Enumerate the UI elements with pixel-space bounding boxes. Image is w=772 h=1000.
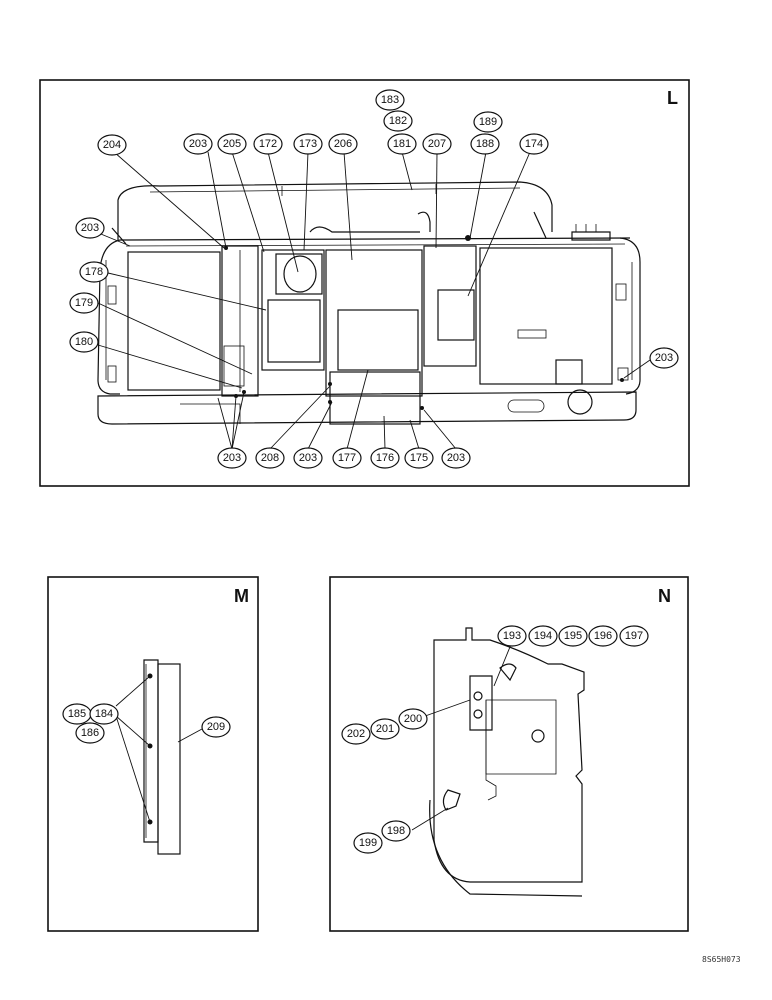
svg-text:177: 177 [338,452,356,464]
callout-206: 206 [328,133,358,155]
svg-text:183: 183 [381,94,399,106]
svg-text:184: 184 [95,708,113,720]
svg-text:180: 180 [75,336,93,348]
callout-177: 177 [332,447,362,469]
callout-203-bottom-2: 203 [293,447,323,469]
svg-text:178: 178 [85,266,103,278]
callout-203-left: 203 [75,217,105,239]
panel-209-drawing [143,659,181,855]
svg-text:189: 189 [479,116,497,128]
svg-text:206: 206 [334,138,352,150]
cab-assembly-drawing [97,181,641,425]
view-n-panel: N 193 194 195 196 [329,576,689,932]
callout-173: 173 [293,133,323,155]
callout-180: 180 [69,331,99,353]
callout-205: 205 [217,133,247,155]
svg-text:172: 172 [259,138,277,150]
callout-197: 197 [619,625,649,647]
svg-text:209: 209 [207,721,225,733]
svg-text:176: 176 [376,452,394,464]
svg-text:197: 197 [625,630,643,642]
svg-text:182: 182 [389,115,407,127]
svg-text:188: 188 [476,138,494,150]
svg-text:203: 203 [189,138,207,150]
svg-text:205: 205 [223,138,241,150]
callout-198: 198 [381,820,411,842]
callout-184: 184 [89,703,119,725]
view-l-frame [39,79,690,487]
callout-185: 185 [62,703,92,725]
svg-text:204: 204 [103,139,121,151]
callout-209: 209 [201,716,231,738]
svg-text:196: 196 [594,630,612,642]
svg-text:203: 203 [655,352,673,364]
callout-199: 199 [353,832,383,854]
callout-195: 195 [558,625,588,647]
callout-176: 176 [370,447,400,469]
callout-179: 179 [69,292,99,314]
view-n-leaders [411,641,513,831]
svg-text:173: 173 [299,138,317,150]
svg-text:202: 202 [347,728,365,740]
svg-text:174: 174 [525,138,543,150]
callout-172: 172 [253,133,283,155]
callout-175: 175 [404,447,434,469]
svg-text:195: 195 [564,630,582,642]
svg-text:185: 185 [68,708,86,720]
callout-202: 202 [341,723,371,745]
view-m-letter: M [234,586,249,606]
callout-181: 181 [387,133,417,155]
svg-text:208: 208 [261,452,279,464]
view-m-frame [47,576,259,932]
view-l-letter: L [667,88,678,108]
view-n-letter: N [658,586,671,606]
callout-194: 194 [528,625,558,647]
callout-204: 204 [97,134,127,156]
svg-text:194: 194 [534,630,552,642]
view-m-panel: M 185 184 186 209 [47,576,259,932]
svg-text:203: 203 [299,452,317,464]
callout-193: 193 [497,625,527,647]
svg-text:203: 203 [447,452,465,464]
svg-text:203: 203 [81,222,99,234]
callout-207: 207 [422,133,452,155]
callout-174: 174 [519,133,549,155]
svg-text:198: 198 [387,825,405,837]
view-n-frame [329,576,689,932]
svg-text:179: 179 [75,297,93,309]
callout-189: 189 [473,111,503,133]
svg-text:181: 181 [393,138,411,150]
callout-203-top: 203 [183,133,213,155]
svg-text:199: 199 [359,837,377,849]
drawing-code: 8S65H073 [702,955,741,964]
view-l-panel: L [39,79,690,487]
callout-188: 188 [470,133,500,155]
callout-186: 186 [75,722,105,744]
svg-text:175: 175 [410,452,428,464]
callout-178: 178 [79,261,109,283]
svg-text:186: 186 [81,727,99,739]
svg-text:207: 207 [428,138,446,150]
callout-203-bottom-1: 203 [217,447,247,469]
callout-196: 196 [588,625,618,647]
callout-208: 208 [255,447,285,469]
door-frame-drawing [429,627,585,897]
view-l-leaders [95,151,651,450]
svg-text:193: 193 [503,630,521,642]
svg-text:201: 201 [376,723,394,735]
callout-200: 200 [398,708,428,730]
callout-203-right: 203 [649,347,679,369]
callout-183: 183 [375,89,405,111]
view-m-leaders [115,675,203,823]
callout-201: 201 [370,718,400,740]
svg-text:200: 200 [404,713,422,725]
callout-182: 182 [383,110,413,132]
callout-203-bottom-3: 203 [441,447,471,469]
svg-text:203: 203 [223,452,241,464]
